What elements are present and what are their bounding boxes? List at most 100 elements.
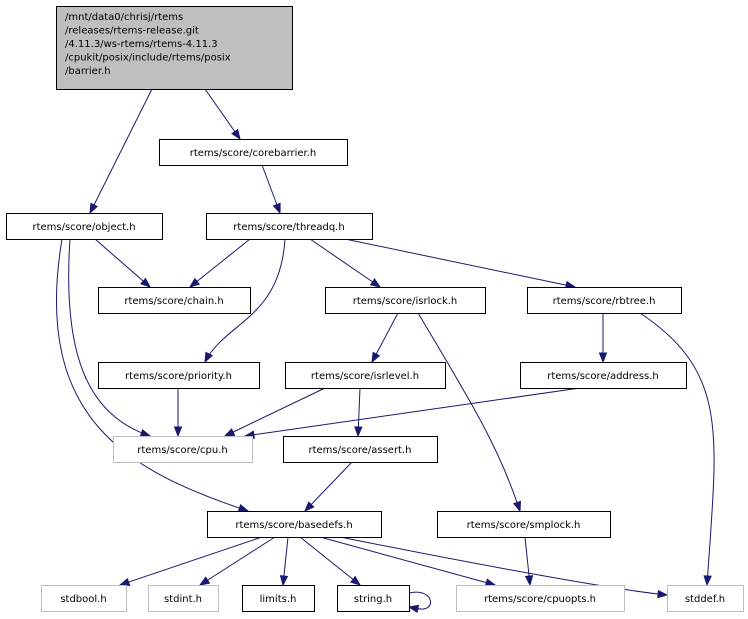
node-box [283,436,438,463]
arrowhead [598,352,608,364]
node-rbtree[interactable]: rtems/score/rbtree.h [527,287,682,314]
arrowhead [703,575,712,587]
node-label: rtems/score/rbtree.h [553,296,656,307]
edge-line [299,536,361,586]
node-box [98,362,260,389]
node-barrier[interactable]: /mnt/data0/chrisj/rtems/releases/rtems-r… [56,6,293,90]
arrowhead [349,575,362,586]
node-box [527,287,682,314]
node-label: rtems/score/object.h [32,222,135,233]
edge-line [639,312,715,586]
node-string[interactable]: string.h [337,585,410,612]
edge-basedefs-to-stddef [339,536,669,599]
node-box [6,213,163,240]
edge-line [244,387,581,437]
edge-line [309,238,381,288]
edge-priority-to-cpu [173,388,183,438]
node-object[interactable]: rtems/score/object.h [6,213,163,240]
node-label: /releases/rtems-release.git [65,26,199,37]
edge-threadq-to-rbtree [344,238,577,290]
node-label: /4.11.3/ws-rtems/rtems-4.11.3 [65,39,218,50]
edge-barrier-to-object [89,88,153,215]
edge-object-to-chain [94,238,152,288]
arrowhead [524,575,534,587]
node-label: rtems/score/priority.h [125,371,232,382]
node-label: rtems/score/assert.h [309,445,412,456]
node-isrlock[interactable]: rtems/score/isrlock.h [325,287,486,314]
arrowhead [354,426,363,438]
arrowhead [173,426,183,438]
edge-line [339,536,668,596]
node-box [56,6,293,90]
node-stdint[interactable]: stdint.h [148,585,219,612]
edges-layer [56,88,715,614]
node-label: rtems/score/cpuopts.h [484,594,596,605]
arrowhead [89,202,99,215]
node-label: limits.h [260,594,297,605]
node-box [148,585,219,612]
edge-line [224,387,326,437]
edge-smplock-to-cpuopts [524,536,534,587]
node-box [41,585,127,612]
node-priority[interactable]: rtems/score/priority.h [98,362,260,389]
edge-isrlock-to-isrlevel [371,312,399,364]
node-chain[interactable]: rtems/score/chain.h [98,287,251,314]
node-label: rtems/score/address.h [547,371,659,382]
arrowhead [407,604,420,614]
node-label: /cpukit/posix/include/rtems/posix [65,53,231,64]
node-label: rtems/score/isrlevel.h [311,371,419,382]
node-corebarrier[interactable]: rtems/score/corebarrier.h [159,139,348,166]
node-box [159,139,348,166]
node-cpu[interactable]: rtems/score/cpu.h [113,436,253,463]
arrowhead [371,351,381,364]
node-box [437,511,611,538]
edge-line [304,461,353,512]
arrowhead [657,589,669,599]
arrowhead [237,503,250,513]
edge-line [417,312,521,512]
node-box [242,585,315,612]
node-address[interactable]: rtems/score/address.h [520,362,687,389]
edge-threadq-to-chain [188,238,251,288]
edge-basedefs-to-stdint [198,536,276,586]
edge-line [408,591,431,610]
node-box [337,585,410,612]
edge-basedefs-to-cpuopts [319,536,497,587]
edge-threadq-to-priority [204,238,286,364]
edge-barrier-to-corebarrier [204,88,241,141]
edge-line [56,238,249,512]
edge-basedefs-to-stdbool [118,536,263,586]
node-threadq[interactable]: rtems/score/threadq.h [206,213,373,240]
node-label: /barrier.h [65,66,111,77]
edge-line [119,536,263,586]
edge-basedefs-to-limits [279,536,289,587]
edge-string-to-string [407,591,431,614]
arrowhead [484,578,497,587]
node-label: rtems/score/chain.h [124,296,223,307]
node-assert[interactable]: rtems/score/assert.h [283,436,438,463]
arrowhead [139,428,152,438]
edge-line [68,238,151,437]
edge-assert-to-basedefs [304,461,353,512]
edge-isrlevel-to-assert [354,387,363,438]
edge-line [94,238,151,288]
node-basedefs[interactable]: rtems/score/basedefs.h [207,511,382,538]
node-label: stddef.h [685,594,725,605]
node-box [325,287,486,314]
node-cpuopts[interactable]: rtems/score/cpuopts.h [456,585,625,612]
node-label: stdint.h [164,594,202,605]
edge-isrlevel-to-cpu [223,387,326,437]
edge-basedefs-to-string [299,536,362,586]
edge-line [319,536,496,586]
node-smplock[interactable]: rtems/score/smplock.h [437,511,611,538]
node-label: stdbool.h [60,594,106,605]
arrowhead [512,500,522,513]
edge-rbtree-to-address [598,313,608,364]
node-stddef[interactable]: stddef.h [667,585,744,612]
node-label: /mnt/data0/chrisj/rtems [65,12,183,23]
node-isrlevel[interactable]: rtems/score/isrlevel.h [285,362,446,389]
arrowhead [188,277,201,288]
node-limits[interactable]: limits.h [242,585,315,612]
node-stdbool[interactable]: stdbool.h [41,585,127,612]
